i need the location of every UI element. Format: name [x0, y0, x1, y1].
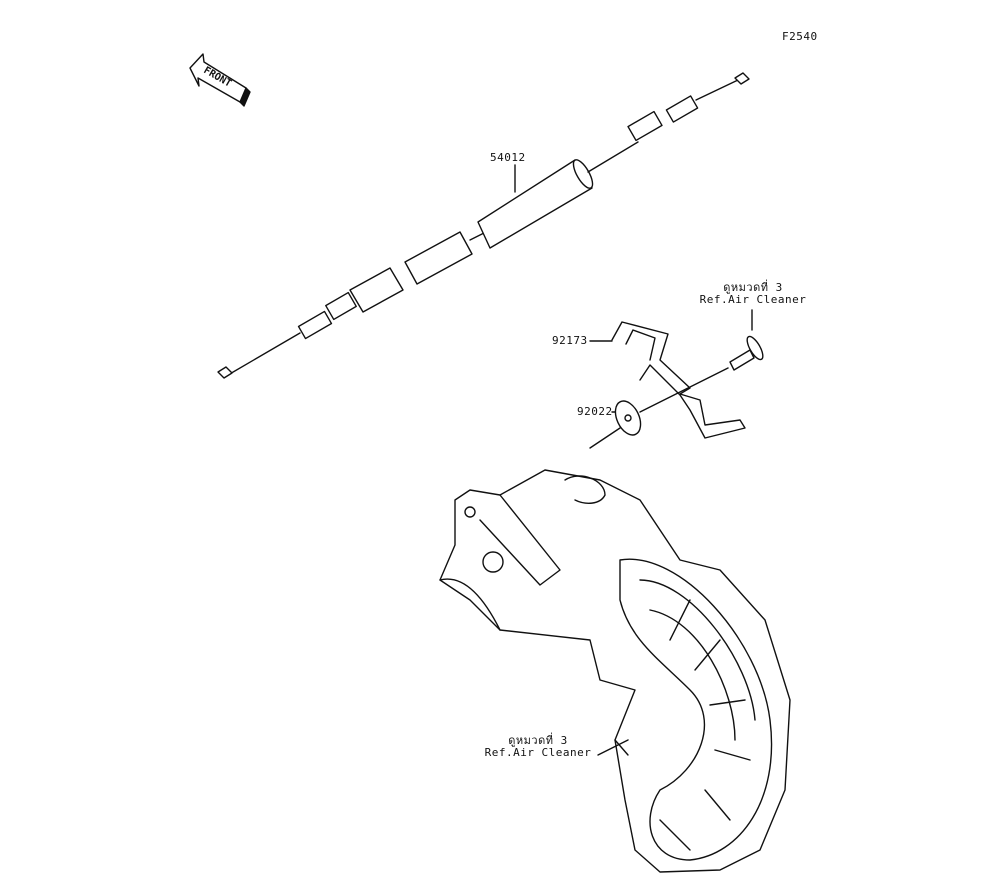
- reference-thai: ดูหมวดที่ 3: [508, 734, 568, 747]
- reference-air-cleaner-top[interactable]: ดูหมวดที่ 3 Ref.Air Cleaner: [698, 282, 808, 306]
- front-arrow-icon: FRONT: [189, 53, 251, 107]
- throttle-cable-part: [217, 72, 750, 379]
- part-number-92022[interactable]: 92022: [577, 405, 613, 418]
- air-cleaner-housing: [439, 469, 791, 873]
- part-number-92173[interactable]: 92173: [552, 334, 588, 347]
- bracket-part: [611, 321, 746, 439]
- part-number-54012[interactable]: 54012: [490, 151, 526, 164]
- washer-part: [589, 400, 642, 449]
- reference-thai: ดูหมวดที่ 3: [723, 281, 783, 294]
- reference-air-cleaner-bottom[interactable]: ดูหมวดที่ 3 Ref.Air Cleaner: [478, 735, 598, 759]
- leader-line: [597, 739, 629, 756]
- reference-english: Ref.Air Cleaner: [699, 293, 807, 306]
- bolt-part: [639, 335, 764, 413]
- diagram-id: F2540: [782, 30, 818, 43]
- reference-english: Ref.Air Cleaner: [484, 746, 592, 759]
